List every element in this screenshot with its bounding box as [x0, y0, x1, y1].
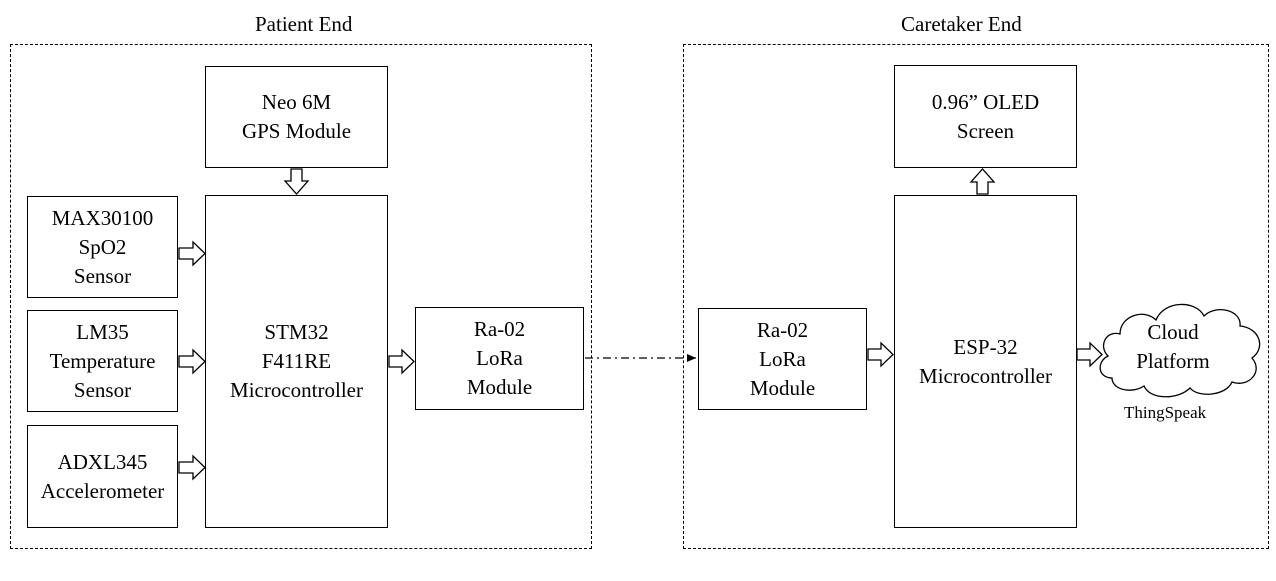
accel-to-mcu-arrow: [178, 454, 206, 481]
cloud-platform-label: Cloud Platform: [1124, 318, 1222, 376]
oled-screen-box: 0.96” OLED Screen: [894, 65, 1077, 168]
cloud-platform-shape: [1099, 303, 1261, 398]
accelerometer-box: ADXL345 Accelerometer: [27, 425, 178, 528]
esp32-to-oled-arrow: [969, 168, 996, 195]
caretaker-lora-line2: LoRa: [759, 346, 806, 371]
gps-module-box: Neo 6M GPS Module: [205, 66, 388, 168]
gps-line1: Neo 6M: [261, 90, 332, 114]
temp-line1: LM35: [76, 319, 129, 344]
patient-lora-line3: Module: [466, 375, 533, 399]
temp-to-mcu-arrow: [178, 348, 206, 375]
accel-line1: ADXL345: [57, 449, 148, 474]
caretaker-end-title: Caretaker End: [901, 12, 1022, 36]
temp-line2: Temperature: [49, 348, 156, 373]
accel-line2: Accelerometer: [40, 478, 165, 503]
spo2-line1: MAX30100: [51, 205, 154, 230]
spo2-line2: SpO2: [78, 234, 127, 259]
stm32-line3: Microcontroller: [230, 378, 363, 402]
esp32-to-cloud-arrow: [1076, 341, 1103, 368]
patient-end-title: Patient End: [255, 12, 353, 36]
stm32-line1: STM32: [264, 320, 329, 344]
esp32-line1: ESP-32: [953, 334, 1018, 359]
spo2-line3: Sensor: [73, 263, 132, 288]
caretaker-lora-module-box: Ra-02 LoRa Module: [698, 308, 867, 410]
caretaker-lora-line1: Ra-02: [756, 317, 809, 342]
temp-line3: Sensor: [73, 377, 132, 402]
oled-line2: Screen: [956, 118, 1015, 143]
temperature-sensor-box: LM35 Temperature Sensor: [27, 310, 178, 412]
caretaker-end-group: [683, 44, 1269, 549]
gps-line2: GPS Module: [241, 119, 352, 143]
patient-end-group: [10, 44, 592, 549]
spo2-to-mcu-arrow: [178, 240, 206, 267]
thingspeak-caption: ThingSpeak: [1124, 403, 1207, 422]
stm32-line2: F411RE: [261, 349, 332, 373]
lora-to-esp32-arrow: [867, 341, 894, 368]
spo2-sensor-box: MAX30100 SpO2 Sensor: [27, 196, 178, 298]
oled-line1: 0.96” OLED: [931, 89, 1040, 114]
patient-lora-module-box: Ra-02 LoRa Module: [415, 307, 584, 410]
esp32-microcontroller-box: ESP-32 Microcontroller: [894, 195, 1077, 528]
gps-to-mcu-arrow: [283, 168, 310, 195]
patient-lora-line2: LoRa: [476, 346, 523, 370]
mcu-to-lora-arrow: [388, 348, 415, 375]
caretaker-lora-line3: Module: [749, 375, 816, 400]
patient-lora-line1: Ra-02: [473, 317, 526, 341]
cloud-line2: Platform: [1136, 349, 1210, 373]
cloud-line1: Cloud: [1147, 320, 1199, 344]
esp32-line2: Microcontroller: [919, 363, 1052, 388]
